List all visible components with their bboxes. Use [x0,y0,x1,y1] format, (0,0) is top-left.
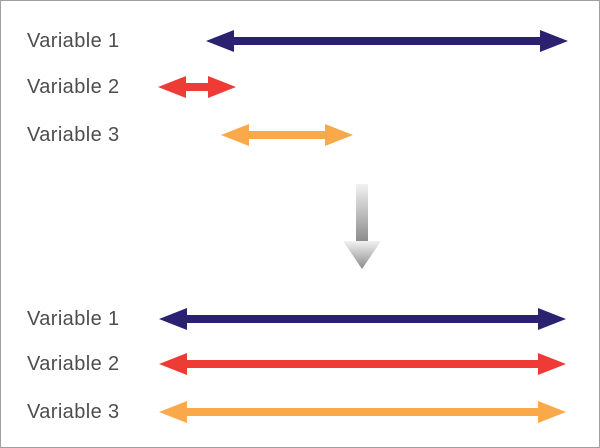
label-top-variable-2: Variable 2 [27,76,120,98]
arrow-top-variable-3 [221,124,353,146]
arrow-bottom-variable-1 [159,308,566,330]
label-bottom-variable-2: Variable 2 [27,353,120,375]
arrow-top-variable-2 [158,76,236,98]
label-top-variable-1: Variable 1 [27,30,120,52]
label-bottom-variable-1: Variable 1 [27,308,120,330]
label-top-variable-3: Variable 3 [27,124,120,146]
arrow-top-variable-1 [206,30,568,52]
arrow-bottom-variable-3 [159,401,566,423]
arrow-bottom-variable-2 [159,353,566,375]
down-arrow-icon [343,184,381,269]
label-bottom-variable-3: Variable 3 [27,401,120,423]
